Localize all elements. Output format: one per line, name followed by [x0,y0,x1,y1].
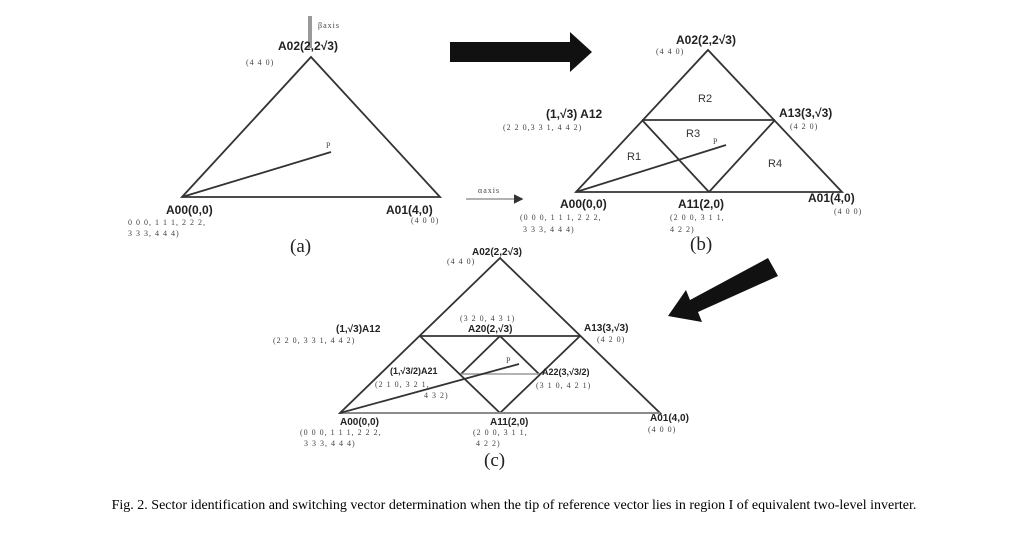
reference-vector-p [575,144,727,193]
vertex-a11: A11(2,0) [490,417,528,428]
states-a13: (4 2 0) [790,122,818,131]
region-r2: R2 [698,93,712,105]
alpha-axis-label: αaxis [478,186,500,195]
vertex-a22: A22(3,√3/2) [542,367,589,377]
vertex-a20: A20(2,√3) [468,324,512,335]
region-r4: R4 [768,158,782,170]
vertex-a00: A00(0,0) [340,417,379,428]
vertex-a13: A13(3,√3) [779,106,832,120]
states-a00-2: 3 3 3, 4 4 4) [523,225,575,234]
states-a00: 0 0 0, 1 1 1, 2 2 2, [128,218,206,227]
states-a11-2: 4 2 2) [476,439,501,448]
vertex-a01: A01(4,0) [386,203,433,217]
triangle-a [179,55,443,198]
vertex-a12: (1,√3)A12 [336,324,381,335]
states-a02: (4 4 0) [246,58,274,67]
states-a02: (4 4 0) [447,257,475,266]
label-p: P [713,137,718,146]
vertex-a01: A01(4,0) [650,413,689,424]
panel-label-c: (c) [484,450,505,471]
states-a11: (2 0 0, 3 1 1, [473,428,528,437]
vertex-a13: A13(3,√3) [584,323,628,334]
states-a01: (4 0 0) [834,207,862,216]
vertex-a02: A02(2,2√3) [676,33,736,47]
vertex-a12: (1,√3) A12 [546,107,602,121]
panel-c: P A02(2,2√3) (4 4 0) (3 2 0, 4 3 1) A20(… [273,247,689,471]
states-a21: (2 1 0, 3 2 1, [375,380,430,389]
states-a20: (3 2 0, 4 3 1) [460,314,515,323]
panel-a: βaxis P αaxis A02(2,2√3) (4 4 0) A00(0,0… [128,16,524,257]
region-r1: R1 [627,151,641,163]
beta-axis-line [308,16,312,48]
region-r3: R3 [686,128,700,140]
arrow-right-icon [450,32,592,72]
states-a21-2: 4 3 2) [424,391,449,400]
panel-b: P R2 R3 R1 R4 A02(2,2√3) (4 4 0) (1,√3) … [503,33,862,255]
label-p: P [506,356,511,365]
triangle-b [573,48,845,193]
states-a01: (4 0 0) [411,216,439,225]
states-a22: (3 1 0, 4 2 1) [536,381,591,390]
states-a00: (0 0 0, 1 1 1, 2 2 2, [520,213,602,222]
vertex-a02: A02(2,2√3) [472,247,522,258]
panel-label-b: (b) [690,234,712,255]
states-a02: (4 4 0) [656,47,684,56]
vertex-a00: A00(0,0) [560,197,607,211]
vertex-a11: A11(2,0) [678,197,724,211]
reference-vector-p [339,363,520,414]
states-a13: (4 2 0) [597,335,625,344]
states-a12: (2 2 0,3 3 1, 4 4 2) [503,123,582,132]
vertex-a00: A00(0,0) [166,203,213,217]
states-a11-2: 4 2 2) [670,225,695,234]
arrow-down-left-icon [668,258,778,322]
figure-caption: Fig. 2. Sector identification and switch… [111,498,917,513]
vertex-a02: A02(2,2√3) [278,39,338,53]
label-p: P [326,141,331,150]
reference-vector-p [181,151,332,198]
vertex-a21: (1,√3/2)A21 [390,366,437,376]
states-a12: (2 2 0, 3 3 1, 4 4 2) [273,336,355,345]
states-a11: (2 0 0, 3 1 1, [670,213,725,222]
states-a00-2: 3 3 3, 4 4 4) [128,229,180,238]
states-a00-2: 3 3 3, 4 4 4) [304,439,356,448]
states-a00: (0 0 0, 1 1 1, 2 2 2, [300,428,382,437]
vertex-a01: A01(4,0) [808,191,855,205]
beta-axis-label: βaxis [318,21,340,30]
states-a01: (4 0 0) [648,425,676,434]
panel-label-a: (a) [290,236,311,257]
